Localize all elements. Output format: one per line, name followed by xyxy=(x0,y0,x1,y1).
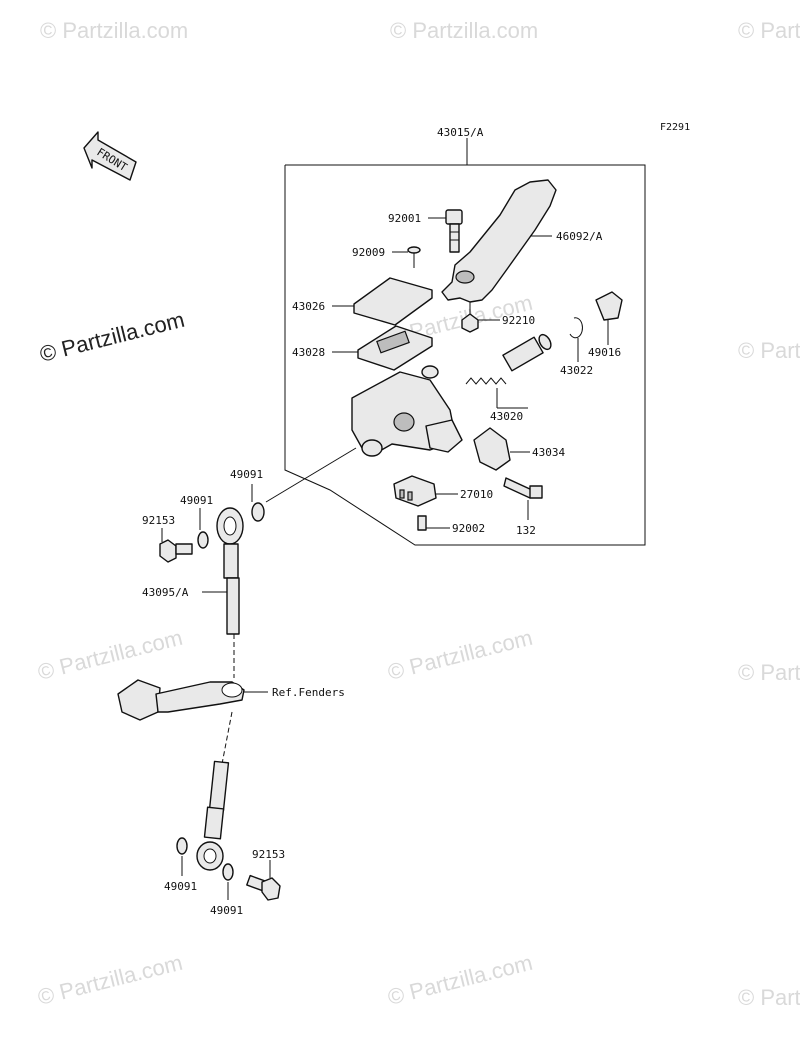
circlip xyxy=(569,317,583,362)
label-washer-c: 49091 xyxy=(164,880,197,893)
pivot-bolt xyxy=(428,209,463,253)
label-washer-b: 49091 xyxy=(180,494,213,507)
watermark: © Partzilla.com xyxy=(738,660,800,685)
label-screw: 92009 xyxy=(352,246,385,259)
label-circlip: 43022 xyxy=(560,364,593,377)
label-piston-kit: 43020 xyxy=(490,410,523,423)
brake-lever xyxy=(441,179,557,303)
clamp-bolt xyxy=(503,477,543,520)
watermark-main: © Partzilla.com xyxy=(37,307,187,367)
label-bolt-clamp: 132 xyxy=(516,524,536,537)
assembly-outline xyxy=(284,138,646,546)
label-switch-screw: 92002 xyxy=(452,522,485,535)
hose-dashed-line xyxy=(221,711,233,765)
washer xyxy=(176,837,188,876)
piston-kit xyxy=(465,333,552,409)
dust-boot xyxy=(595,291,623,345)
handlebar-clamp xyxy=(473,427,530,471)
label-lever: 46092/A xyxy=(556,230,603,243)
label-nut: 92210 xyxy=(502,314,535,327)
label-banjo-bolt-a: 92153 xyxy=(142,514,175,527)
watermark: © Partzilla.com xyxy=(385,950,535,1010)
brake-switch xyxy=(393,475,458,507)
watermark: © Partzilla.com xyxy=(738,338,800,363)
watermark: © Partzilla.com xyxy=(40,18,188,43)
banjo-bolt xyxy=(246,860,281,901)
leader-line xyxy=(265,447,357,503)
lever-nut xyxy=(461,302,500,333)
label-banjo-bolt-b: 92153 xyxy=(252,848,285,861)
label-hose: 43095/A xyxy=(142,586,189,599)
brake-hose-upper xyxy=(202,507,244,635)
watermark: © Partzilla.com xyxy=(738,18,800,43)
label-cap: 43026 xyxy=(292,300,325,313)
part-labels: 43015/A 92001 46092/A 92009 43026 92210 … xyxy=(142,126,621,917)
switch-screw xyxy=(417,515,450,531)
washer xyxy=(197,508,209,549)
label-washer-d: 49091 xyxy=(210,904,243,917)
watermark: © Partzilla.com xyxy=(738,985,800,1010)
watermark: © Partzilla.com xyxy=(35,625,185,685)
watermark: © Partzilla.com xyxy=(35,950,185,1010)
cap-screw xyxy=(392,246,421,268)
label-assembly: 43015/A xyxy=(437,126,484,139)
label-washer-a: 49091 xyxy=(230,468,263,481)
label-bolt-top: 92001 xyxy=(388,212,421,225)
diaphragm xyxy=(332,325,433,371)
washer xyxy=(222,863,234,900)
fender-bracket xyxy=(117,679,268,721)
label-diaphragm: 43028 xyxy=(292,346,325,359)
label-ref-fenders: Ref.Fenders xyxy=(272,686,345,699)
label-clamp: 43034 xyxy=(532,446,565,459)
watermark: © Partzilla.com xyxy=(385,625,535,685)
label-switch: 27010 xyxy=(460,488,493,501)
watermark: © Partzilla.com xyxy=(390,18,538,43)
washer xyxy=(251,484,265,522)
front-arrow-icon: FRONT xyxy=(83,131,137,181)
banjo-bolt xyxy=(159,528,193,563)
label-boot: 49016 xyxy=(588,346,621,359)
master-cylinder-body xyxy=(351,365,463,457)
figure-code: F2291 xyxy=(660,122,690,133)
reservoir-cap xyxy=(332,277,433,326)
brake-hose-lower xyxy=(196,760,230,871)
